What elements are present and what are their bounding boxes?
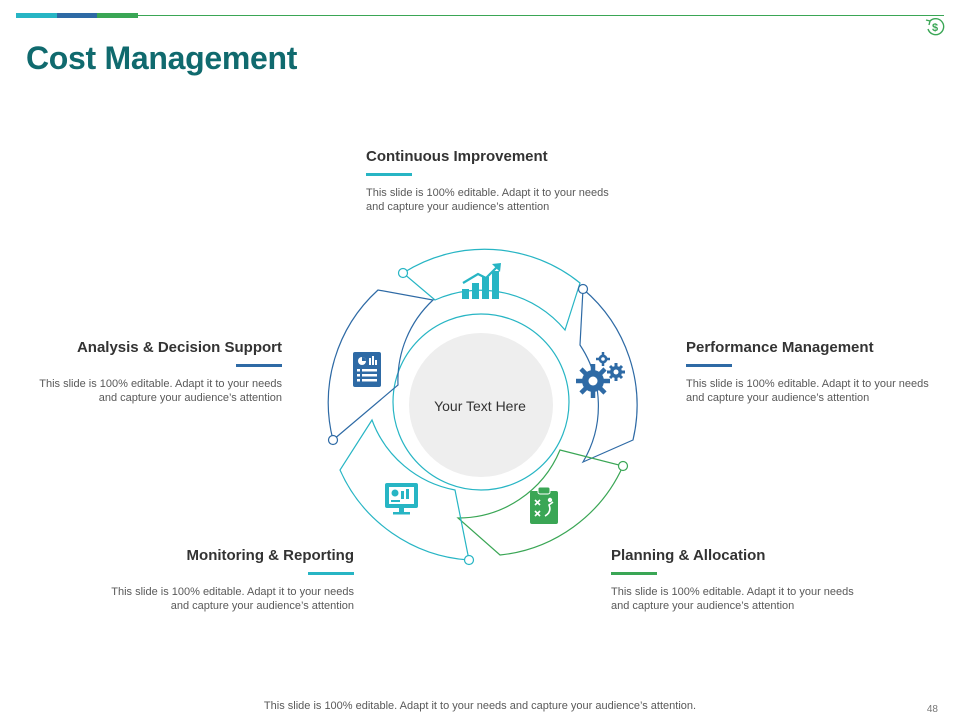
- segment-node: [463, 554, 475, 566]
- dollar-glyph: $: [932, 22, 938, 34]
- segment-node: [397, 267, 409, 279]
- step-description-line: This slide is 100% editable. Adapt it to…: [611, 586, 854, 598]
- segment-analysis-decision-support: [327, 289, 435, 442]
- step-description: This slide is 100% editable. Adapt it to…: [366, 186, 656, 214]
- step-description-line: and capture your audience’s attention: [366, 201, 550, 213]
- center-text: Your Text Here: [434, 398, 526, 414]
- step-description: This slide is 100% editable. Adapt it to…: [4, 377, 282, 405]
- step-accent-bar: [611, 572, 657, 575]
- monitor-report-icon: [385, 483, 418, 515]
- step-title: Continuous Improvement: [366, 148, 548, 165]
- step-description-line: and capture your audience’s attention: [98, 392, 282, 404]
- step-analysis-decision-support: Analysis & Decision Support This slide i…: [4, 339, 282, 405]
- strategy-clipboard-icon: [530, 486, 558, 524]
- step-planning-allocation: Planning & Allocation This slide is 100%…: [611, 547, 901, 613]
- footer-text: This slide is 100% editable. Adapt it to…: [263, 700, 697, 712]
- step-performance-management: Performance Management This slide is 100…: [686, 339, 956, 405]
- segment-node: [617, 460, 629, 472]
- step-description-line: This slide is 100% editable. Adapt it to…: [39, 378, 282, 390]
- segment-planning-allocation: [456, 449, 624, 556]
- header-color-bars: [16, 13, 138, 18]
- page-number: 48: [926, 704, 938, 715]
- segment-node: [327, 434, 339, 446]
- step-monitoring-reporting: Monitoring & Reporting This slide is 100…: [64, 547, 354, 613]
- step-title: Analysis & Decision Support: [76, 339, 282, 356]
- step-description-line: This slide is 100% editable. Adapt it to…: [686, 378, 929, 390]
- step-description-line: and capture your audience’s attention: [686, 392, 870, 404]
- step-accent-bar: [686, 364, 732, 367]
- center-circle: [409, 333, 553, 477]
- step-description-line: This slide is 100% editable. Adapt it to…: [111, 586, 354, 598]
- step-continuous-improvement: Continuous Improvement This slide is 100…: [366, 148, 656, 214]
- page-title: Cost Management: [26, 40, 298, 76]
- step-title: Performance Management: [686, 339, 874, 356]
- header-rule: [138, 15, 944, 16]
- dollar-cycle-icon: $: [925, 17, 945, 36]
- step-description: This slide is 100% editable. Adapt it to…: [686, 377, 956, 405]
- step-description-line: and capture your audience’s attention: [611, 600, 795, 612]
- step-accent-bar: [236, 364, 282, 367]
- segment-monitoring-reporting: [339, 418, 470, 561]
- step-accent-bar: [308, 572, 354, 575]
- gears-icon: [576, 352, 625, 398]
- step-description-line: and capture your audience’s attention: [170, 600, 354, 612]
- header-bar-2: [56, 13, 98, 18]
- header-bar-1: [16, 13, 57, 18]
- step-title: Monitoring & Reporting: [186, 547, 354, 564]
- step-description: This slide is 100% editable. Adapt it to…: [611, 585, 901, 613]
- step-description-line: This slide is 100% editable. Adapt it to…: [366, 187, 609, 199]
- inner-ring: [392, 313, 570, 491]
- header-bar-3: [97, 13, 138, 18]
- step-accent-bar: [366, 173, 412, 176]
- analysis-document-icon: [353, 352, 381, 387]
- step-description: This slide is 100% editable. Adapt it to…: [64, 585, 354, 613]
- step-title: Planning & Allocation: [611, 547, 766, 564]
- segment-continuous-improvement: [401, 248, 581, 332]
- growth-chart-icon: [462, 263, 501, 299]
- segment-node: [577, 283, 589, 295]
